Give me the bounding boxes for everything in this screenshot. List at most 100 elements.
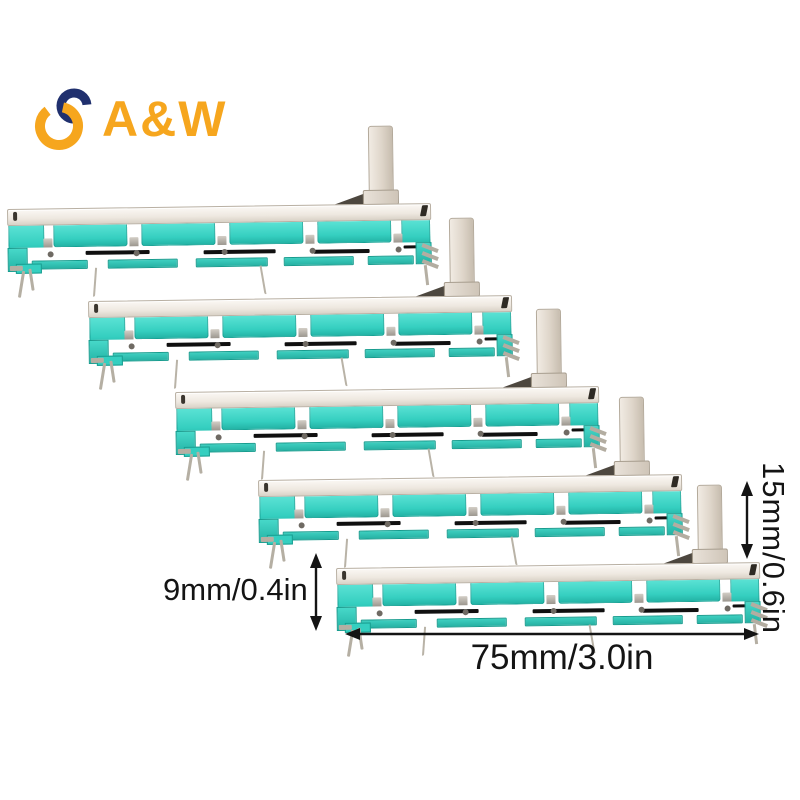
lower-track-segment	[367, 255, 414, 265]
lower-track-segment	[535, 438, 582, 448]
lead-wire	[340, 357, 348, 387]
rivet	[309, 247, 316, 254]
track-segment	[221, 407, 296, 431]
track-segment	[317, 220, 392, 244]
rivet	[638, 606, 645, 613]
fader-knob-stem	[448, 217, 475, 285]
lower-track-segment	[524, 616, 597, 627]
lead-wire	[343, 538, 349, 568]
lower-track-segment	[696, 614, 743, 624]
track-segment	[382, 583, 457, 607]
rail-left-notch	[264, 482, 269, 492]
rivet	[47, 251, 54, 258]
terminal-pin	[423, 265, 430, 286]
lower-track-segment	[534, 527, 605, 538]
rivet	[221, 248, 228, 256]
lower-track-segment	[107, 258, 178, 269]
rivet	[390, 339, 397, 346]
solder-pin	[338, 624, 352, 630]
track-segment	[304, 495, 379, 519]
resistive-track-mark	[481, 431, 538, 437]
rail-left-notch	[13, 211, 18, 221]
knob-height-label: 15mm/0.6in	[756, 462, 791, 634]
lower-track-segment	[446, 528, 519, 539]
solder-pin	[268, 541, 277, 569]
fader-knob-stem	[696, 484, 723, 552]
solder-pin	[90, 357, 104, 363]
resistive-track-mark	[394, 340, 451, 346]
knob-shadow	[585, 463, 617, 476]
lower-track-segment	[276, 349, 349, 360]
lower-track-segment	[436, 617, 507, 628]
knob-height-arrow	[741, 481, 753, 559]
lower-track-segment	[363, 440, 436, 451]
rail-left-notch	[181, 394, 186, 404]
knob-shadow	[663, 551, 695, 564]
rail-left-notch	[342, 570, 347, 580]
track-segment	[229, 221, 304, 245]
rivet	[376, 610, 383, 617]
rivet	[563, 429, 570, 436]
solder-pin	[17, 270, 26, 298]
lower-track-segment	[188, 350, 259, 361]
lower-track-segment	[618, 526, 665, 536]
track-segment	[568, 491, 643, 515]
lower-track-segment	[358, 529, 429, 540]
rivet	[646, 517, 653, 524]
lower-track-segment	[195, 257, 268, 268]
lower-track-segment	[275, 441, 346, 452]
resistive-track-mark	[642, 607, 699, 613]
lower-track-segment	[451, 439, 522, 450]
rivet	[472, 519, 479, 527]
resistive-track-mark	[313, 248, 370, 254]
resistive-track-mark	[564, 519, 621, 525]
track-segment	[480, 492, 555, 516]
solder-pin	[98, 362, 107, 390]
rivet	[214, 342, 221, 349]
lower-track-segment	[283, 256, 354, 267]
track-segment	[470, 582, 545, 606]
terminal-pin	[504, 357, 511, 378]
track-segment	[398, 312, 473, 336]
track-segment	[558, 580, 633, 604]
rivet	[462, 609, 469, 616]
fader-knob-stem	[618, 396, 645, 464]
brand-logo: A&W	[34, 86, 227, 152]
knob-shadow	[334, 192, 366, 205]
track-segment	[222, 315, 297, 339]
rivet	[476, 338, 483, 345]
track-segment	[134, 316, 209, 340]
fader-knob-stem	[535, 308, 562, 376]
rivet	[560, 518, 567, 525]
knob-shadow	[415, 284, 447, 297]
rivet	[395, 246, 402, 253]
rivet	[298, 522, 305, 529]
rivet	[133, 250, 140, 257]
lead-wire	[260, 450, 266, 480]
solder-pin	[9, 265, 23, 271]
track-segment	[309, 406, 384, 430]
lead-wire	[92, 267, 98, 297]
slide-potentiometer-1	[7, 125, 439, 309]
track-segment	[53, 224, 128, 248]
solder-pin	[185, 453, 194, 481]
brand-name: A&W	[102, 91, 228, 147]
solder-pin	[177, 448, 191, 454]
rivet	[724, 605, 731, 612]
solder-pin	[260, 536, 274, 542]
lead-wire	[259, 265, 267, 295]
rivet	[301, 433, 308, 440]
lead-wire	[427, 448, 435, 478]
interlocked-rings-icon	[35, 88, 92, 150]
lower-track-segment	[364, 348, 435, 359]
fader-knob-stem	[367, 125, 394, 193]
lead-wire	[510, 536, 518, 566]
track-segment	[397, 404, 472, 428]
rivet	[302, 340, 309, 348]
slide-potentiometer-2	[88, 217, 520, 401]
knob-shadow	[502, 375, 534, 388]
solder-pin	[346, 629, 355, 657]
track-segment	[310, 313, 385, 337]
rivet	[384, 521, 391, 528]
